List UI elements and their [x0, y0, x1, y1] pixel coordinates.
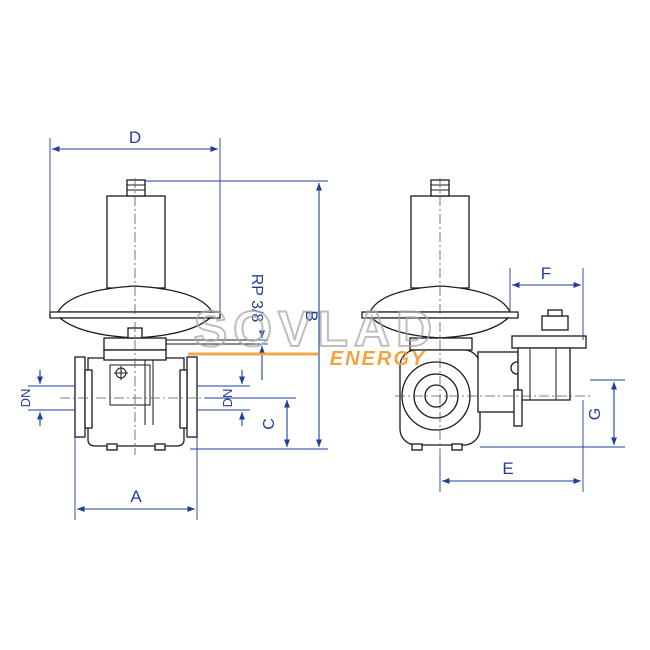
dim-label-g: G	[587, 408, 604, 420]
reset-lever	[513, 389, 523, 427]
diaphragm-flange	[49, 311, 221, 319]
side-view	[361, 178, 590, 455]
actuator-cylinder	[106, 195, 166, 289]
side-dimensions: F E G	[439, 264, 625, 492]
inlet-flange	[74, 356, 86, 438]
dim-label-d: D	[129, 128, 141, 147]
front-view	[49, 178, 255, 455]
valve-body	[87, 357, 185, 447]
dim-label-a: A	[130, 487, 142, 506]
watermark-brand: SOVLAD	[194, 301, 438, 357]
dim-label-b: B	[302, 310, 321, 321]
dim-label-f: F	[541, 264, 551, 283]
dim-label-e: E	[502, 459, 513, 478]
slam-shut-housing	[511, 335, 587, 349]
dim-label-dn-left: DN	[18, 389, 33, 408]
adjusting-cap	[126, 179, 146, 197]
outlet-flange	[186, 356, 198, 438]
watermark: SOVLAD ENERGY	[188, 300, 438, 370]
front-dimensions: D B RP 3/8 DN DN C A	[18, 128, 328, 520]
dim-label-c: C	[261, 418, 278, 430]
watermark-sub: ENERGY	[330, 348, 426, 370]
dim-label-rp: RP 3/8	[248, 274, 265, 323]
pilot-block	[477, 351, 519, 413]
